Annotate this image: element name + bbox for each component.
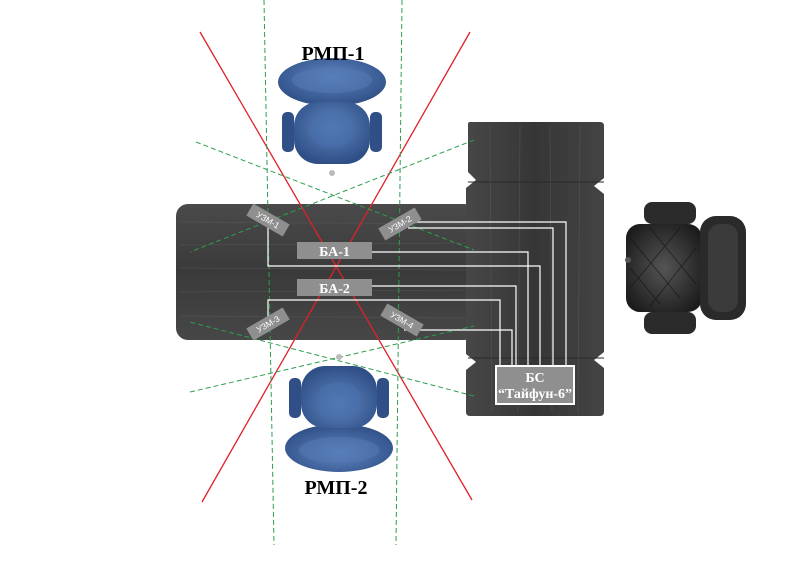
svg-text:БС: БС bbox=[525, 371, 544, 386]
green-sensor-lines bbox=[189, 0, 475, 546]
svg-text:БА-2: БА-2 bbox=[319, 282, 350, 297]
svg-text:“Тайфун-6”: “Тайфун-6” bbox=[498, 387, 572, 402]
main-table bbox=[176, 204, 476, 340]
block-ba-1: БА-1 bbox=[297, 242, 372, 260]
svg-text:БА-1: БА-1 bbox=[319, 245, 350, 260]
station-title-bottom: РМП-2 bbox=[305, 477, 368, 499]
office-chair-icon bbox=[285, 354, 393, 472]
office-chair-icon bbox=[278, 58, 386, 176]
station-title-top: РМП-1 bbox=[302, 43, 365, 65]
block-ba-2: БА-2 bbox=[297, 279, 372, 297]
base-station-box: БС “Тайфун-6” bbox=[495, 365, 575, 405]
leather-armchair-icon bbox=[625, 202, 746, 334]
cable-lines bbox=[267, 221, 567, 366]
